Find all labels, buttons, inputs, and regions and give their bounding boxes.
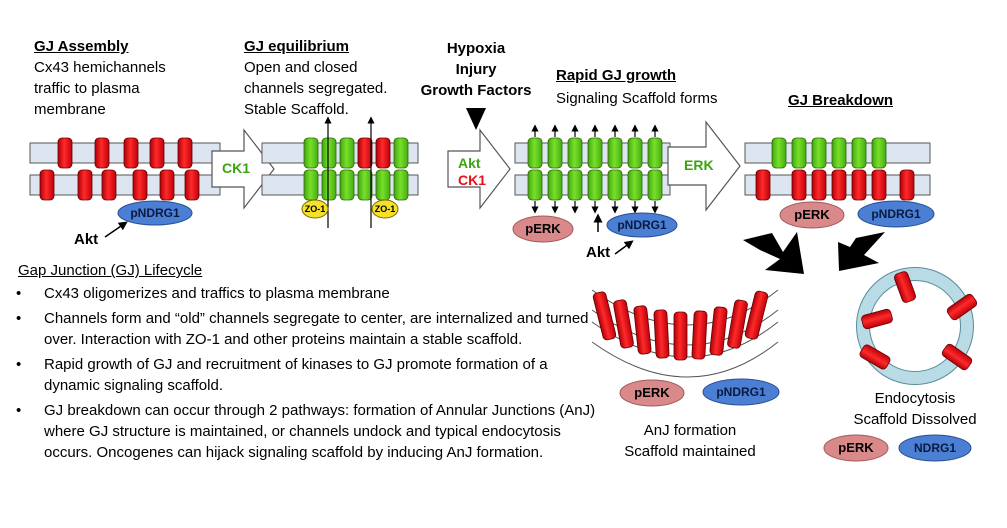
perk-label: pERK bbox=[634, 385, 670, 400]
pndrg1-badge bbox=[857, 200, 935, 228]
stage1-line: membrane bbox=[34, 101, 106, 118]
arrow-label-ck1: CK1 bbox=[458, 172, 487, 188]
transition-arrow-ck1 bbox=[211, 128, 275, 210]
ndrg1-badge bbox=[898, 434, 972, 462]
stage3-channels bbox=[527, 137, 663, 201]
stage1-line: Cx43 hemichannels bbox=[34, 59, 166, 76]
stimulus-line: Injury bbox=[455, 61, 497, 78]
perk-badge bbox=[779, 201, 845, 229]
ndrg1-label: NDRG1 bbox=[913, 441, 956, 455]
zo1-badge-right bbox=[371, 199, 399, 219]
list-item: Channels form and “old” channels segrega… bbox=[16, 308, 604, 350]
list-item: GJ breakdown can occur through 2 pathway… bbox=[16, 400, 604, 463]
akt-label: Akt bbox=[586, 244, 611, 261]
zo1-label: ZO-1 bbox=[374, 204, 396, 214]
pndrg1-badge bbox=[606, 212, 678, 238]
arrow-label-ck1: CK1 bbox=[222, 160, 251, 176]
zo1-badge-left bbox=[301, 199, 329, 219]
transition-arrow-akt-ck1 bbox=[447, 128, 511, 210]
arrow-label-akt: Akt bbox=[458, 155, 481, 171]
stage3-arrows bbox=[531, 124, 659, 214]
pndrg1-label: pNDRG1 bbox=[617, 218, 667, 232]
endo-caption: Scaffold Dissolved bbox=[853, 411, 977, 428]
anj-caption: Scaffold maintained bbox=[624, 443, 756, 460]
lifecycle-title: Gap Junction (GJ) Lifecycle bbox=[18, 262, 203, 279]
pndrg1-badge bbox=[117, 200, 193, 226]
transition-arrow-erk bbox=[667, 120, 741, 212]
perk-badge bbox=[512, 215, 574, 243]
stage1-channels bbox=[39, 137, 200, 201]
stage1-line: traffic to plasma bbox=[34, 80, 140, 97]
lifecycle-list: Cx43 oligomerizes and traffics to plasma… bbox=[10, 283, 604, 467]
stage2-channels bbox=[303, 137, 409, 201]
anj-channels bbox=[592, 290, 769, 361]
stage3-line: Signaling Scaffold forms bbox=[556, 90, 718, 107]
akt-label: Akt bbox=[74, 231, 99, 248]
stage2-line: Stable Scaffold. bbox=[244, 101, 349, 118]
pndrg1-label: pNDRG1 bbox=[716, 385, 766, 399]
perk-badge bbox=[823, 434, 889, 462]
stage2-line: Open and closed bbox=[244, 59, 358, 76]
pndrg1-label: pNDRG1 bbox=[871, 207, 921, 221]
list-item: Cx43 oligomerizes and traffics to plasma… bbox=[16, 283, 604, 304]
zo1-label: ZO-1 bbox=[304, 204, 326, 214]
stage3-title: Rapid GJ growth bbox=[556, 67, 676, 84]
akt-arrow bbox=[104, 221, 128, 238]
stage1-title: GJ Assembly bbox=[34, 38, 129, 55]
stimulus-arrow bbox=[466, 108, 486, 130]
perk-label: pERK bbox=[525, 221, 561, 236]
stage4-title: GJ Breakdown bbox=[788, 92, 894, 109]
perk-label: pERK bbox=[794, 207, 830, 222]
perk-label: pERK bbox=[838, 440, 874, 455]
stimulus-line: Hypoxia bbox=[446, 40, 506, 57]
endo-channels bbox=[859, 271, 978, 371]
arrow-label-erk: ERK bbox=[684, 157, 714, 173]
akt-arrow bbox=[614, 240, 634, 255]
stage2-line: channels segregated. bbox=[244, 80, 388, 97]
pathway-arrow-anj bbox=[743, 232, 804, 274]
perk-badge bbox=[619, 379, 685, 407]
pndrg1-label: pNDRG1 bbox=[130, 206, 180, 220]
pathway-arrow-endo bbox=[838, 232, 885, 271]
stimulus-line: Growth Factors bbox=[420, 82, 532, 99]
pndrg1-badge bbox=[702, 378, 780, 406]
stage4-channels bbox=[755, 137, 915, 201]
list-item: Rapid growth of GJ and recruitment of ki… bbox=[16, 354, 604, 396]
stage2-title: GJ equilibrium bbox=[244, 38, 350, 55]
endo-caption: Endocytosis bbox=[874, 390, 956, 407]
anj-caption: AnJ formation bbox=[643, 422, 737, 439]
